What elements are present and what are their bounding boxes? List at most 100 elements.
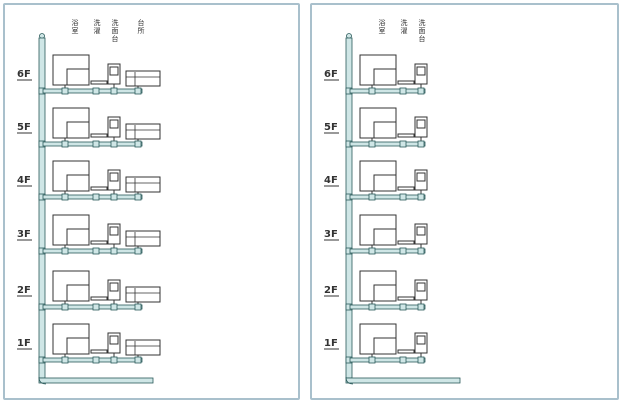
washbasin-bowl-6F <box>109 66 119 76</box>
bath-trap-6F <box>368 87 376 95</box>
bathtub-basin-3F <box>373 228 397 246</box>
floor-label-2F: 2F <box>17 285 31 296</box>
branch-pipe-3F <box>349 248 426 254</box>
fixture-label-basin: 洗面台 <box>419 18 426 43</box>
washer-pan-5F <box>90 133 108 138</box>
floor-label-1F: 1F <box>324 338 338 349</box>
basin-trap-6F <box>417 87 425 95</box>
branch-pipe-3F <box>42 248 143 254</box>
branch-pipe-6F <box>349 88 426 94</box>
washbasin-bowl-3F <box>416 226 426 236</box>
floor-label-5F: 5F <box>17 122 31 133</box>
kitchen-counter-3F <box>125 230 161 247</box>
bottom-drain-pipe <box>345 377 461 384</box>
washbasin-bowl-4F <box>416 172 426 182</box>
bathtub-basin-5F <box>66 121 90 139</box>
washer-trap-4F <box>399 193 407 201</box>
floor-label-4F: 4F <box>324 175 338 186</box>
washer-trap-3F <box>92 247 100 255</box>
bathtub-basin-3F <box>66 228 90 246</box>
kitchen-trap-1F <box>134 356 142 364</box>
branch-pipe-4F <box>42 194 143 200</box>
kitchen-trap-2F <box>134 303 142 311</box>
basin-trap-1F <box>417 356 425 364</box>
bath-trap-3F <box>61 247 69 255</box>
washer-pan-4F <box>90 186 108 191</box>
basin-trap-4F <box>110 193 118 201</box>
kitchen-counter-2F <box>125 286 161 303</box>
branch-pipe-1F <box>349 357 426 363</box>
bath-trap-1F <box>61 356 69 364</box>
bath-trap-2F <box>368 303 376 311</box>
washer-pan-2F <box>90 296 108 301</box>
washbasin-bowl-5F <box>416 119 426 129</box>
fixture-label-bath: 浴室 <box>72 18 79 35</box>
basin-trap-4F <box>417 193 425 201</box>
kitchen-counter-6F <box>125 70 161 87</box>
branch-pipe-6F <box>42 88 143 94</box>
fixture-label-washer: 洗濯 <box>94 18 101 35</box>
bath-trap-5F <box>368 140 376 148</box>
washer-trap-3F <box>399 247 407 255</box>
bathtub-basin-1F <box>66 337 90 355</box>
fixture-label-kitchen: 台所 <box>138 18 145 35</box>
washbasin-bowl-2F <box>416 282 426 292</box>
basin-trap-3F <box>110 247 118 255</box>
branch-pipe-5F <box>42 141 143 147</box>
basin-trap-3F <box>417 247 425 255</box>
drain-elbow <box>345 376 354 385</box>
washer-trap-1F <box>92 356 100 364</box>
bath-trap-4F <box>368 193 376 201</box>
washbasin-bowl-4F <box>109 172 119 182</box>
floor-label-2F: 2F <box>324 285 338 296</box>
bathtub-basin-6F <box>373 68 397 86</box>
kitchen-trap-5F <box>134 140 142 148</box>
branch-pipe-1F <box>42 357 143 363</box>
bathtub-basin-5F <box>373 121 397 139</box>
bathtub-basin-2F <box>373 284 397 302</box>
washbasin-bowl-2F <box>109 282 119 292</box>
bath-trap-3F <box>368 247 376 255</box>
washer-pan-1F <box>90 349 108 354</box>
bath-trap-4F <box>61 193 69 201</box>
bath-trap-1F <box>368 356 376 364</box>
kitchen-trap-4F <box>134 193 142 201</box>
washer-trap-5F <box>399 140 407 148</box>
floor-label-1F: 1F <box>17 338 31 349</box>
bottom-drain-pipe <box>38 377 154 384</box>
bath-trap-6F <box>61 87 69 95</box>
branch-pipe-2F <box>42 304 143 310</box>
fixture-label-bath: 浴室 <box>379 18 386 35</box>
bathtub-basin-2F <box>66 284 90 302</box>
washbasin-bowl-3F <box>109 226 119 236</box>
washer-pan-2F <box>397 296 415 301</box>
washer-pan-3F <box>397 240 415 245</box>
fixture-label-basin: 洗面台 <box>112 18 119 43</box>
washer-trap-6F <box>399 87 407 95</box>
basin-trap-5F <box>417 140 425 148</box>
washer-trap-2F <box>399 303 407 311</box>
basin-trap-1F <box>110 356 118 364</box>
kitchen-trap-3F <box>134 247 142 255</box>
floor-label-4F: 4F <box>17 175 31 186</box>
branch-pipe-5F <box>349 141 426 147</box>
washer-trap-5F <box>92 140 100 148</box>
bathtub-basin-4F <box>66 174 90 192</box>
bath-trap-2F <box>61 303 69 311</box>
fixture-label-washer: 洗濯 <box>401 18 408 35</box>
floor-label-3F: 3F <box>17 229 31 240</box>
bathtub-basin-4F <box>373 174 397 192</box>
washbasin-bowl-1F <box>416 335 426 345</box>
floor-label-3F: 3F <box>324 229 338 240</box>
kitchen-counter-4F <box>125 176 161 193</box>
kitchen-trap-6F <box>134 87 142 95</box>
branch-pipe-4F <box>349 194 426 200</box>
washer-trap-4F <box>92 193 100 201</box>
floor-label-5F: 5F <box>324 122 338 133</box>
bathtub-basin-6F <box>66 68 90 86</box>
washer-trap-1F <box>399 356 407 364</box>
